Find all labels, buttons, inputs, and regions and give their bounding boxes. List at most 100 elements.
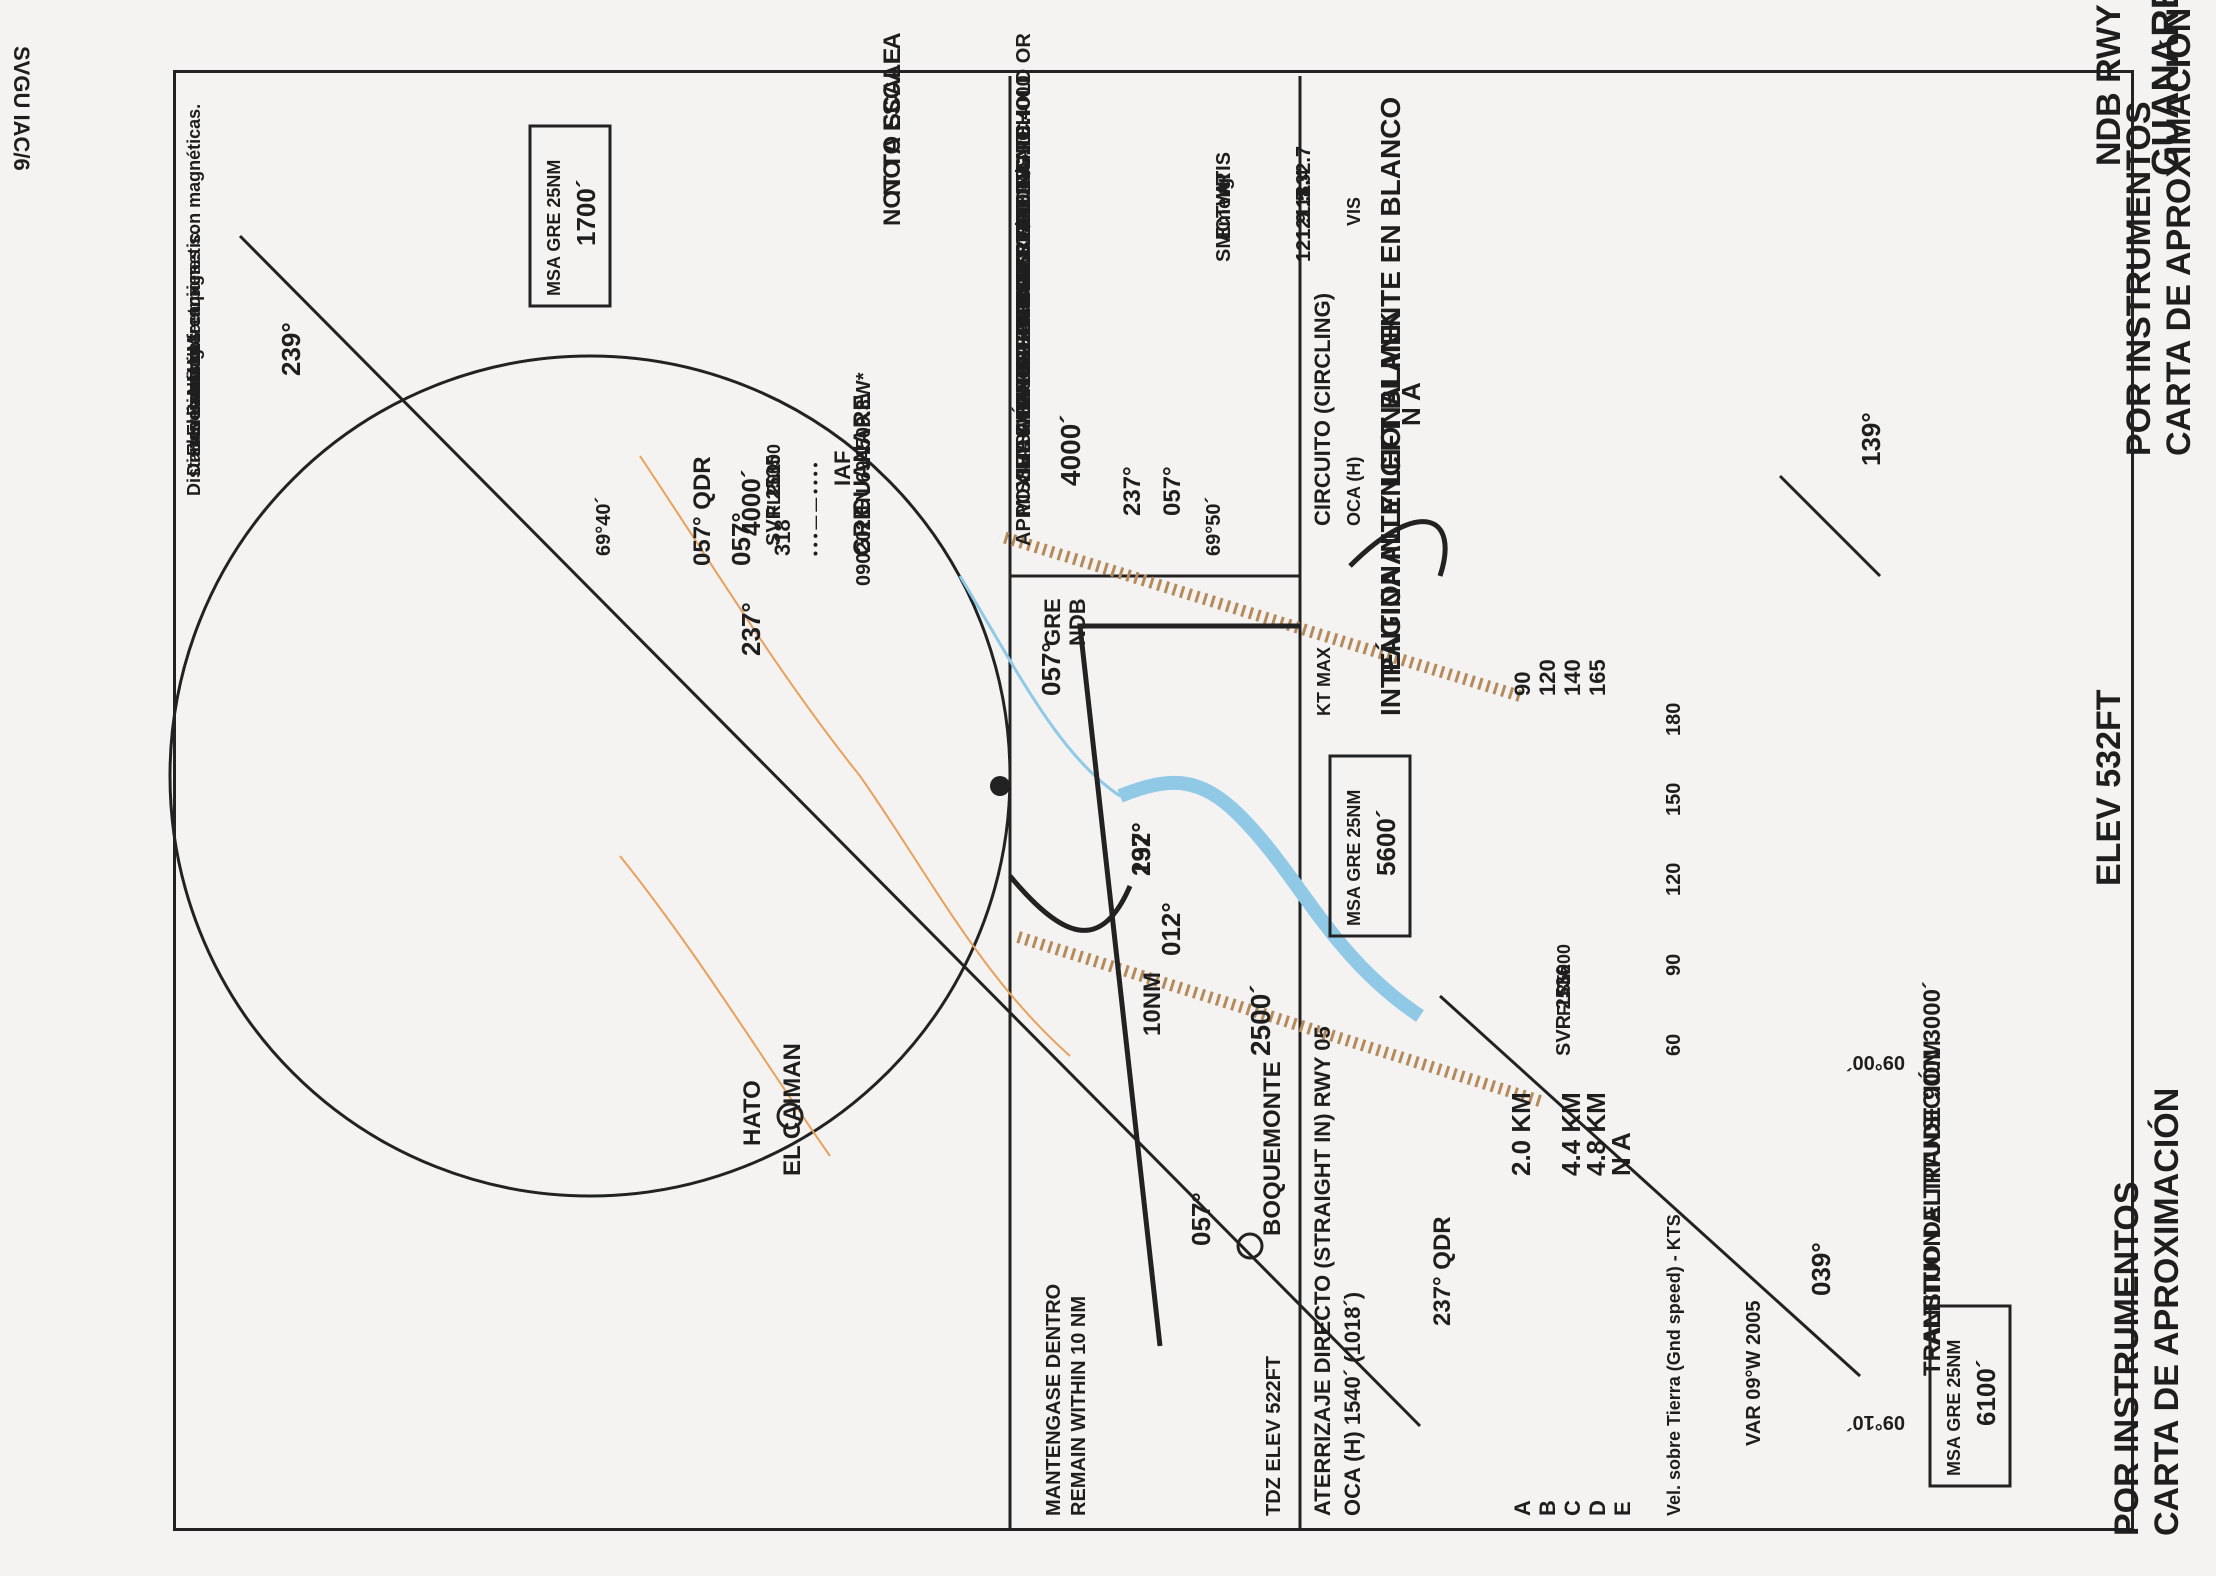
ndb-coords: 090202.1N 694509.3W*	[853, 372, 875, 586]
vis-c: 4.4 KM	[1556, 1092, 1586, 1176]
vis-d: 4.8 KM	[1581, 1092, 1611, 1176]
brg-239: 239°	[276, 322, 306, 376]
missed-title-en: MISSED APPROACH	[1013, 320, 1035, 516]
freq-val-1: 118.4	[1293, 168, 1315, 218]
profile-057: 057°	[1186, 1192, 1216, 1246]
note-2: Elevaciones en pies.	[184, 260, 204, 436]
straight-title: ATERRIZAJE DIRECTO (STRAIGHT IN) RWY 05	[1310, 1026, 1335, 1516]
msa-box-0	[1928, 1304, 2012, 1488]
freq-name-1: TWR	[1213, 172, 1235, 218]
vis-e: N A	[1606, 1132, 1636, 1176]
circling-title: CIRCUITO (CIRCLING)	[1310, 293, 1335, 526]
airway-2535-fl2: FL100	[764, 444, 784, 496]
kt-header: KT MAX	[1314, 647, 1334, 716]
missed-line-2: PARA ESPERA O SIGA	[1013, 219, 1035, 436]
profile-gre: GRE	[1040, 598, 1065, 646]
title-es-text: CARTA DE APROXIMACIÓN	[2148, 1088, 2186, 1536]
lon-label-1: 69°50´	[1203, 497, 1225, 556]
river	[1117, 775, 1424, 1022]
msa-label-0: MSA GRE 25NM	[1944, 1340, 1964, 1476]
ndb-morse: • • • — — • • • •	[807, 462, 823, 556]
missed-line-1: ASCENSO A 4000 PIES A NDB/GRE	[1013, 126, 1035, 461]
airway-2535-fl: FL290	[764, 464, 784, 516]
ndb-symbol	[990, 776, 1010, 796]
msa-label-2: MSA GRE 25NM	[544, 160, 564, 296]
ndb-name: GUANARE	[849, 395, 876, 516]
lat-label-1: 09°10´	[1846, 1411, 1905, 1433]
msa-value-2: 1700´	[571, 180, 601, 247]
circ-oca: OCA (H)	[1344, 457, 1364, 526]
note-1: Bearing are magnetic.	[184, 228, 204, 416]
watermark-2: INTENTIONALLY LEFT BLANK	[1375, 312, 1406, 716]
freq-name-3: SMC	[1213, 218, 1235, 262]
hato-label: HATO	[739, 1080, 766, 1146]
missed-line-0: VIRE A LA DERECHA EN	[1013, 252, 1035, 486]
profile-arrow237: 237°	[1119, 466, 1146, 516]
speed-4: 180	[1663, 703, 1685, 736]
profile-ndb: NDB	[1065, 598, 1090, 646]
speed-3: 150	[1663, 783, 1685, 816]
approach-track	[238, 234, 1422, 1428]
transition-2: TRANSITION ALTITUDE 900M	[1919, 1040, 1946, 1376]
msa-box-1	[1328, 754, 1412, 938]
airport-text: GUANARE	[2145, 0, 2187, 176]
profile-tdz: TDZ ELEV 522FT	[1263, 1356, 1285, 1516]
msa-value-0: 6100´	[1971, 1360, 2001, 1427]
kt-b: 120	[1535, 659, 1560, 696]
c-012: 012°	[1156, 902, 1186, 956]
alt-4000: 4000´	[736, 470, 766, 537]
freq-val-2: 121.5	[1293, 190, 1315, 240]
kt-c: 140	[1560, 659, 1585, 696]
missed-line-5: FEET TO GRE/NDB AND HOLD OR	[1013, 33, 1035, 361]
title-en-text: POR INSTRUMENTOS	[2108, 1181, 2146, 1536]
note-0: Las marcaciones son magnéticas.	[184, 104, 204, 396]
watermark-1: PÁGINA INTENCIONALMENTE EN BLANCO	[1375, 97, 1406, 676]
c-192: 192°	[1126, 822, 1156, 876]
var-text: VAR 09°W 2005	[1743, 1301, 1765, 1446]
c-237: 237°	[736, 602, 766, 656]
ndb-freq: 318	[770, 519, 795, 556]
msa-label-1: MSA GRE 25NM	[1344, 790, 1364, 926]
qdr-057: 057° QDR	[689, 456, 716, 566]
freq-val-0: 132.7	[1293, 146, 1315, 196]
airway-2535-name: SVR 2535	[763, 455, 785, 546]
inbound-039	[1778, 474, 1882, 578]
profile-arrow057: 057°	[1159, 466, 1186, 516]
ndb-ident: GRE	[849, 504, 876, 556]
inbound-139	[1438, 994, 1862, 1378]
circ-vis: VIS	[1344, 197, 1364, 226]
airway-2536-fl: FL350	[1554, 964, 1574, 1016]
procedure-text: NDB RWY 05	[2090, 0, 2128, 166]
straight-oca: OCA (H) 1540´ (1018´)	[1340, 1292, 1365, 1516]
missed-title-es: APROXIMACIÓN FRUSTRADA	[1011, 258, 1035, 546]
procedure-turn	[1348, 519, 1448, 577]
cat-b: B	[1535, 1500, 1560, 1516]
speed-label: Vel. sobre Tierra (Gnd speed) - KTS	[1664, 1214, 1684, 1516]
iaf-label: IAF	[830, 451, 855, 486]
note-3: Elevations in feet.	[184, 303, 204, 456]
brg-139: 139°	[1856, 412, 1886, 466]
c-057b: 057°	[726, 512, 756, 566]
elev-text: ELEV 532FT	[2090, 689, 2128, 886]
msa-value-1: 5600´	[1371, 810, 1401, 877]
freq-name-0: ATIS	[1213, 152, 1235, 196]
nm-10: 10NM	[1139, 972, 1166, 1036]
not-scale-2: NOT TO SCALE	[879, 48, 906, 226]
profile-descent	[1077, 623, 1300, 1347]
profile-4000: 4000´	[1055, 414, 1086, 486]
kt-d: 165	[1585, 659, 1610, 696]
speed-1: 90	[1663, 954, 1685, 976]
road	[639, 455, 1071, 1057]
cat-d: D	[1585, 1500, 1610, 1516]
circ-value: N A	[1396, 382, 1426, 426]
cat-c: C	[1560, 1500, 1585, 1516]
freq-name-2: Emerg	[1213, 178, 1235, 240]
not-scale-1: NO A ESCALA	[879, 32, 906, 196]
c-057a: 057°	[1036, 642, 1066, 696]
hato-fix	[776, 1102, 804, 1130]
boquemonte-fix	[1236, 1232, 1264, 1260]
speed-0: 60	[1663, 1034, 1685, 1056]
airway-svr2536	[1013, 930, 1542, 1107]
speed-2: 120	[1663, 863, 1685, 896]
